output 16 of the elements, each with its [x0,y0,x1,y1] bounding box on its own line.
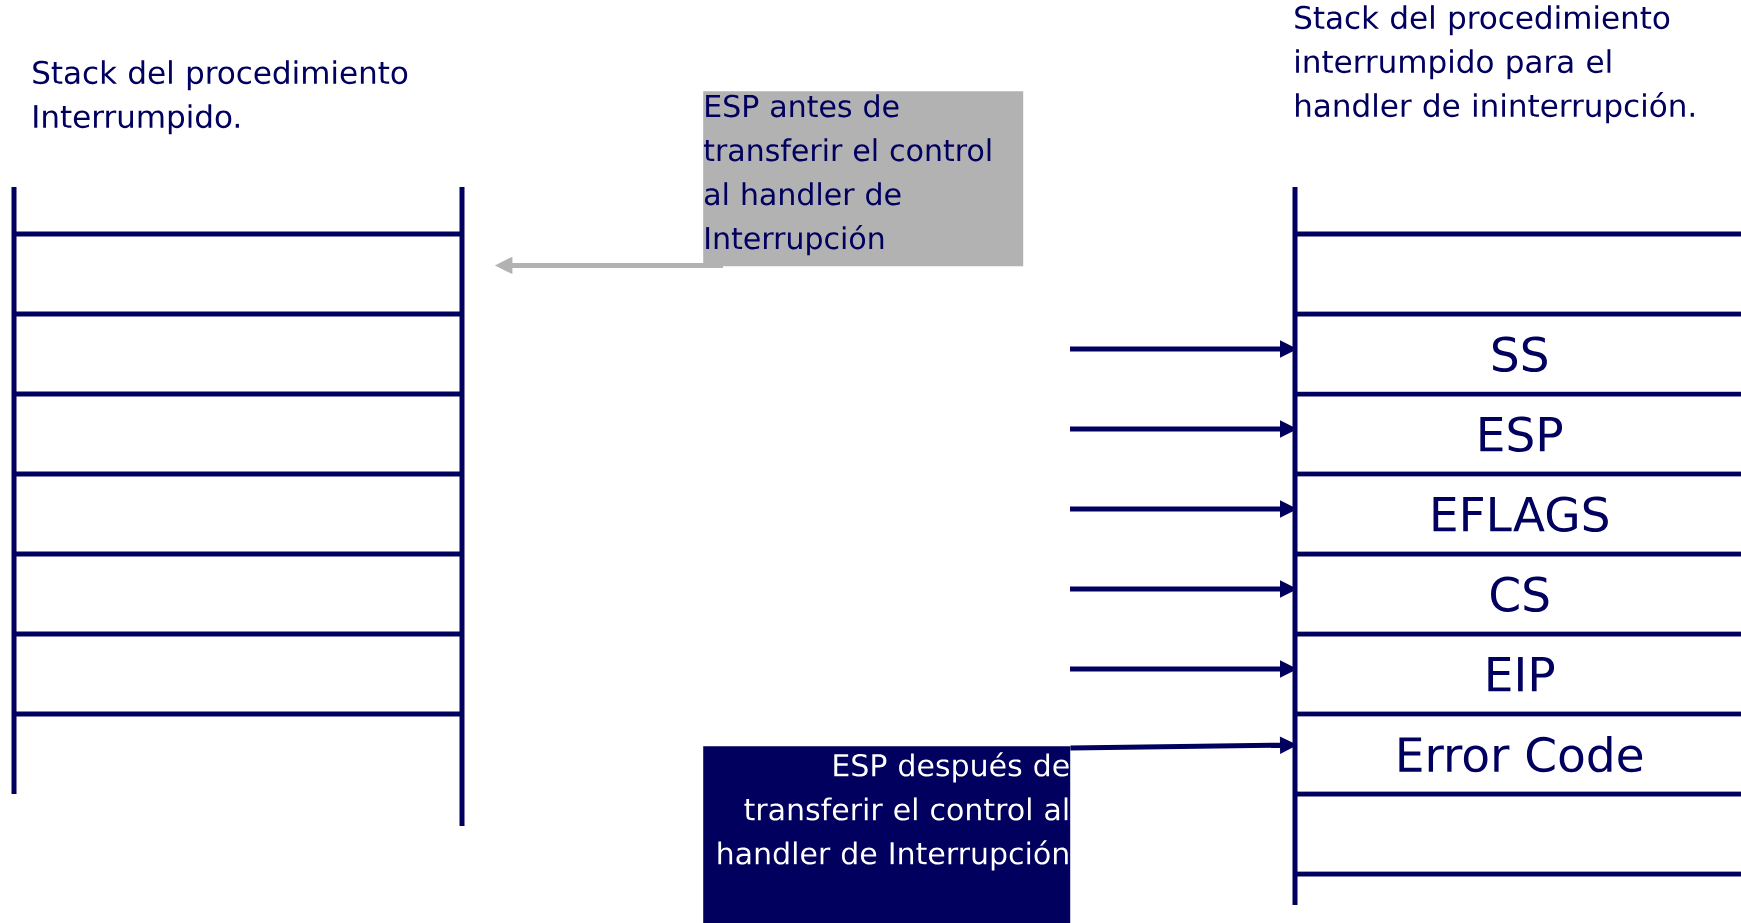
stack-cell: SS [1298,317,1741,392]
node-label: ESP [1480,416,1563,452]
node-label: EIP [1488,657,1555,692]
node-label: EFLAGS [1433,496,1608,532]
stack-cell: ESP [1298,397,1741,472]
stack-title: Stack del procedimiento Interrumpido. [33,60,408,135]
node-label: SS [1492,336,1547,372]
node-label: CS [1491,576,1549,612]
note-box: ESP antes de transferir el control al handler de Interrupción [703,91,1024,267]
node-label: Error Code [1399,736,1643,773]
stack-cell: EFLAGS [1298,477,1741,552]
stack-cell: Error Code [1298,717,1741,792]
stack-title: Stack del procedimiento interrumpido para el handler de ininterrupción. [1295,5,1694,124]
stack-cell: EIP [1298,637,1741,712]
stack-cell: CS [1298,557,1741,632]
note-box: ESP después de transferir el control al handler de Interrupción [703,746,1071,923]
